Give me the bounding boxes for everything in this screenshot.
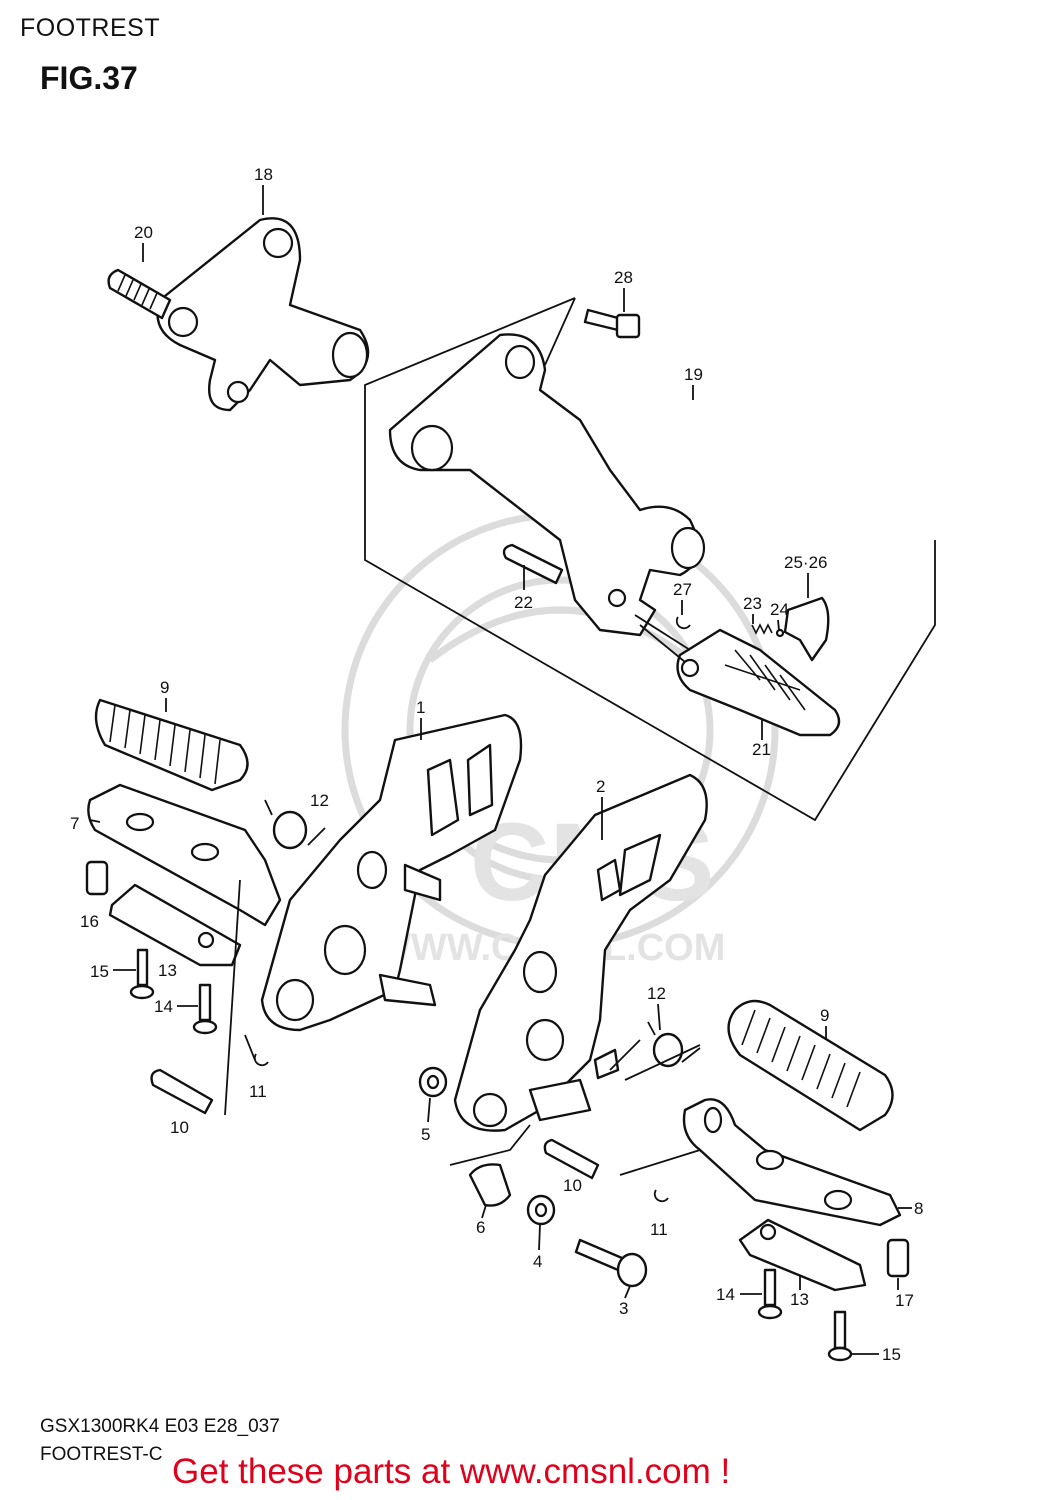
label-15-right: 15 bbox=[882, 1345, 901, 1364]
part-25-26-plate bbox=[783, 596, 830, 662]
part-6-bush bbox=[468, 1163, 512, 1207]
label-9-right: 9 bbox=[820, 1006, 829, 1025]
label-23: 23 bbox=[743, 594, 762, 613]
part-21-rear-footpeg bbox=[676, 628, 841, 737]
part-12-spring-right bbox=[647, 1021, 701, 1068]
part-24-ball bbox=[775, 628, 785, 638]
part-3-bolt bbox=[574, 1238, 648, 1288]
part-10-pin-left bbox=[150, 1068, 214, 1115]
label-20: 20 bbox=[134, 223, 153, 242]
promo-link[interactable]: Get these parts at www.cmsnl.com ! bbox=[172, 1452, 731, 1491]
label-2: 2 bbox=[596, 777, 605, 796]
label-15-left: 15 bbox=[90, 962, 109, 981]
label-28: 28 bbox=[614, 268, 633, 287]
part-11-clip-right bbox=[653, 1189, 669, 1203]
label-17: 17 bbox=[895, 1291, 914, 1310]
label-3: 3 bbox=[619, 1299, 628, 1318]
callout-labels: 18 20 28 19 25·26 27 22 23 24 21 9 1 2 1… bbox=[70, 165, 923, 1364]
part-28-bolt bbox=[583, 308, 641, 339]
leader-lines-right bbox=[449, 1039, 701, 1176]
leader-lines-left bbox=[89, 819, 256, 1116]
label-19: 19 bbox=[684, 365, 703, 384]
part-18-bracket bbox=[156, 217, 370, 412]
label-13-right: 13 bbox=[790, 1290, 809, 1309]
label-25-26: 25·26 bbox=[784, 553, 827, 572]
label-10-left: 10 bbox=[170, 1118, 189, 1137]
part-16-stopper bbox=[85, 860, 109, 896]
label-4: 4 bbox=[533, 1252, 542, 1271]
label-14-right: 14 bbox=[716, 1285, 735, 1304]
part-9-rubber-left bbox=[94, 698, 249, 792]
part-4-washer-hole bbox=[534, 1202, 548, 1218]
label-8: 8 bbox=[914, 1199, 923, 1218]
label-16: 16 bbox=[80, 912, 99, 931]
label-5: 5 bbox=[421, 1125, 430, 1144]
label-11-left: 11 bbox=[249, 1082, 267, 1101]
figure-number: FIG.37 bbox=[40, 60, 138, 96]
variant-name: FOOTREST-C bbox=[40, 1444, 163, 1465]
label-1: 1 bbox=[416, 698, 425, 717]
part-2-hanger-right bbox=[453, 773, 708, 1132]
label-21: 21 bbox=[752, 740, 771, 759]
part-22-pin bbox=[502, 543, 564, 585]
part-14-bolt-right bbox=[757, 1268, 783, 1320]
model-code: GSX1300RK4 E03 E28_037 bbox=[40, 1416, 280, 1437]
part-23-spring bbox=[751, 623, 773, 635]
part-19-rear-bracket bbox=[388, 333, 706, 637]
label-11-right: 11 bbox=[650, 1220, 668, 1239]
part-10-pin-right bbox=[543, 1138, 600, 1180]
part-20-footpeg bbox=[107, 268, 172, 320]
label-22: 22 bbox=[514, 593, 533, 612]
label-7: 7 bbox=[70, 814, 79, 833]
label-12-right: 12 bbox=[647, 984, 666, 1003]
section-title: FOOTREST bbox=[20, 14, 161, 42]
optional-assembly-outline bbox=[364, 297, 936, 822]
part-12-spring-left bbox=[264, 799, 326, 850]
part-5-washer-hole bbox=[426, 1074, 440, 1090]
label-13-left: 13 bbox=[158, 961, 177, 980]
part-14-bolt-left bbox=[192, 983, 218, 1035]
label-12-left: 12 bbox=[310, 791, 329, 810]
part-8-footrest-right bbox=[682, 1098, 902, 1227]
label-6: 6 bbox=[476, 1218, 485, 1237]
label-14-left: 14 bbox=[154, 997, 173, 1016]
leader-lines-upper bbox=[544, 297, 691, 663]
part-13-plate-left bbox=[108, 883, 242, 967]
part-15-bolt-left bbox=[129, 948, 155, 1000]
part-17-stopper bbox=[886, 1238, 910, 1278]
label-27: 27 bbox=[673, 580, 692, 599]
part-9-rubber-right bbox=[727, 999, 894, 1132]
label-18: 18 bbox=[254, 165, 273, 184]
part-7-footrest-left bbox=[87, 783, 282, 927]
part-27-clip bbox=[675, 616, 691, 630]
part-1-hanger-left bbox=[260, 713, 523, 1032]
part-11-clip-left bbox=[253, 1053, 269, 1067]
part-15-bolt-right bbox=[827, 1310, 853, 1362]
label-9-left: 9 bbox=[160, 678, 169, 697]
label-24: 24 bbox=[770, 600, 789, 619]
part-13-plate-right bbox=[738, 1218, 867, 1292]
label-10-right: 10 bbox=[563, 1176, 582, 1195]
